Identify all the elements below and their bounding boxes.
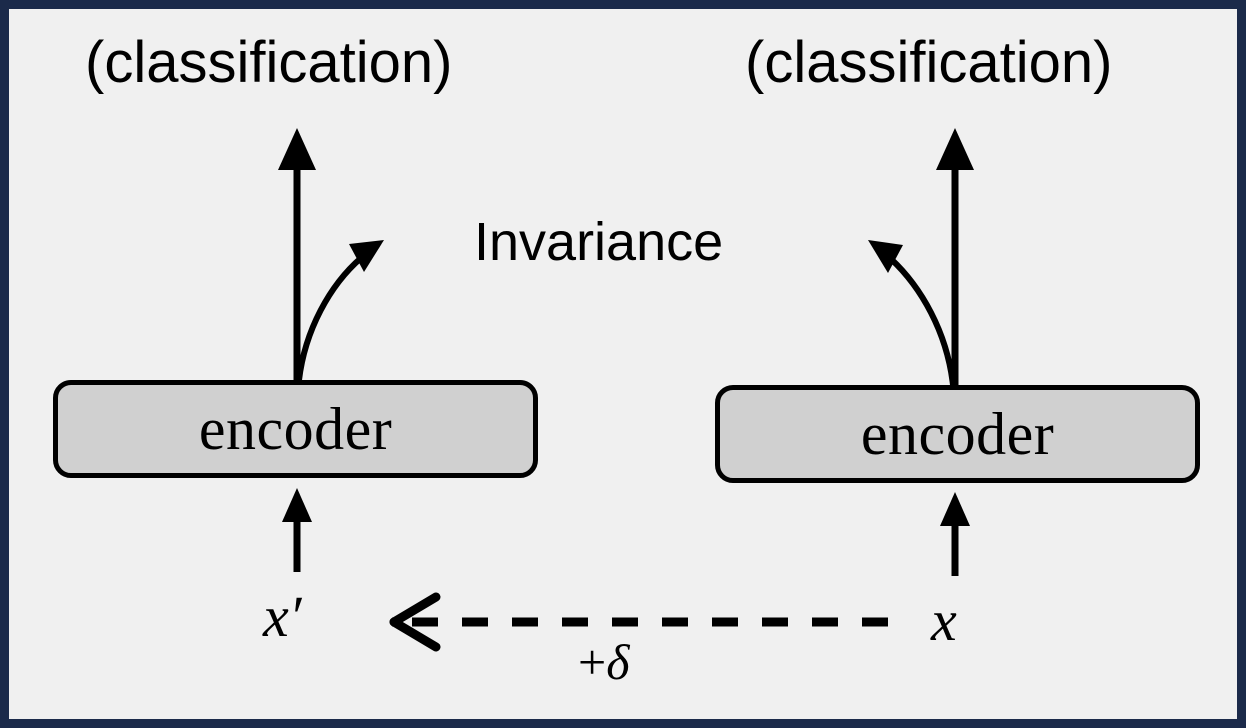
edge-encoder-right-to-classification bbox=[936, 128, 974, 385]
encoder-box-left[interactable]: encoder bbox=[53, 380, 538, 478]
input-label-x-prime: x′ bbox=[263, 584, 302, 649]
edge-x-to-encoder-right bbox=[940, 492, 970, 576]
classification-label-right: (classification) bbox=[745, 30, 1113, 95]
edge-x-prime-to-encoder-left bbox=[282, 488, 312, 572]
figure-canvas bbox=[9, 9, 1237, 719]
perturbation-operator: + bbox=[578, 634, 607, 690]
perturbation-label: +δ bbox=[578, 637, 629, 687]
encoder-box-right[interactable]: encoder bbox=[715, 385, 1200, 483]
edge-encoder-left-invariance-curve bbox=[296, 240, 384, 383]
edge-encoder-right-invariance-curve bbox=[868, 240, 956, 388]
encoder-label-right: encoder bbox=[860, 401, 1055, 467]
edge-encoder-left-to-classification bbox=[278, 128, 316, 380]
input-label-x: x bbox=[931, 588, 957, 653]
edge-x-to-x-prime-perturbation bbox=[389, 592, 888, 652]
classification-label-left: (classification) bbox=[85, 30, 453, 95]
perturbation-symbol: δ bbox=[606, 634, 630, 690]
invariance-label: Invariance bbox=[474, 212, 724, 272]
encoder-label-left: encoder bbox=[198, 396, 393, 462]
